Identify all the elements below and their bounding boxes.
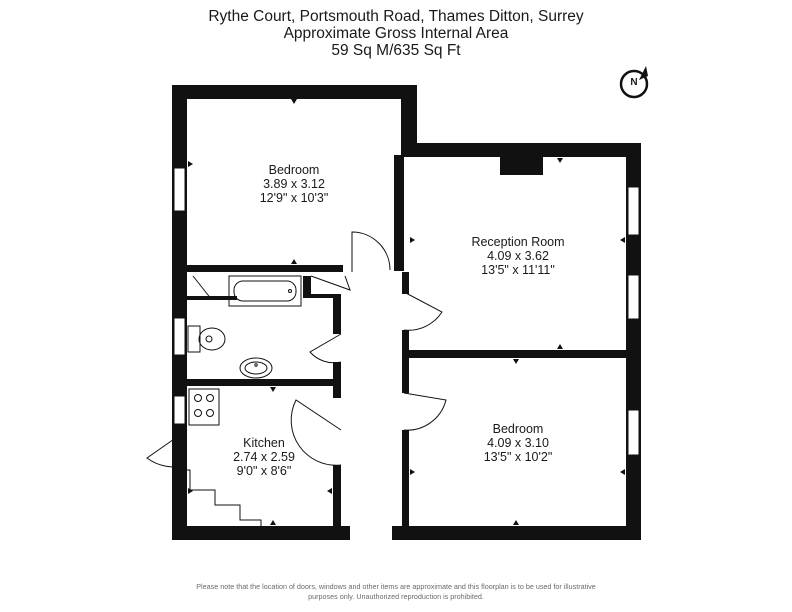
room-label-bedroom-upper: Bedroom 3.89 x 3.12 12'9" x 10'3" [234, 163, 354, 205]
disclaimer-line-2: purposes only. Unauthorized reproduction… [308, 592, 484, 601]
windows [173, 167, 640, 456]
room-metric: 2.74 x 2.59 [233, 450, 295, 464]
room-label-kitchen: Kitchen 2.74 x 2.59 9'0" x 8'6" [214, 436, 314, 478]
property-address: Rythe Court, Portsmouth Road, Thames Dit… [208, 8, 584, 25]
dimension-arrows [188, 99, 625, 525]
room-metric: 4.09 x 3.10 [487, 436, 549, 450]
fixtures [187, 275, 302, 526]
room-imperial: 12'9" x 10'3" [259, 191, 329, 205]
room-name: Bedroom [492, 422, 544, 436]
room-label-bedroom-lower: Bedroom 4.09 x 3.10 13'5" x 10'2" [458, 422, 578, 464]
area-value: 59 Sq M/635 Sq Ft [331, 42, 461, 59]
room-label-reception: Reception Room 4.09 x 3.62 13'5" x 11'11… [448, 235, 588, 277]
inner-walls [187, 155, 628, 530]
room-imperial: 13'5" x 10'2" [483, 450, 553, 464]
room-name: Bedroom [268, 163, 320, 177]
room-metric: 4.09 x 3.62 [487, 249, 549, 263]
room-metric: 3.89 x 3.12 [263, 177, 325, 191]
room-name: Kitchen [243, 436, 285, 450]
area-caption: Approximate Gross Internal Area [283, 25, 509, 42]
plan-header: Rythe Court, Portsmouth Road, Thames Dit… [0, 8, 792, 59]
compass-letter: N [630, 77, 638, 88]
disclaimer-line-1: Please note that the location of doors, … [196, 582, 596, 591]
doors [146, 231, 447, 468]
room-name: Reception Room [471, 235, 565, 249]
room-imperial: 13'5" x 11'11" [481, 263, 555, 277]
disclaimer: Please note that the location of doors, … [150, 582, 642, 602]
room-imperial: 9'0" x 8'6" [236, 464, 292, 478]
compass-icon [619, 66, 649, 99]
